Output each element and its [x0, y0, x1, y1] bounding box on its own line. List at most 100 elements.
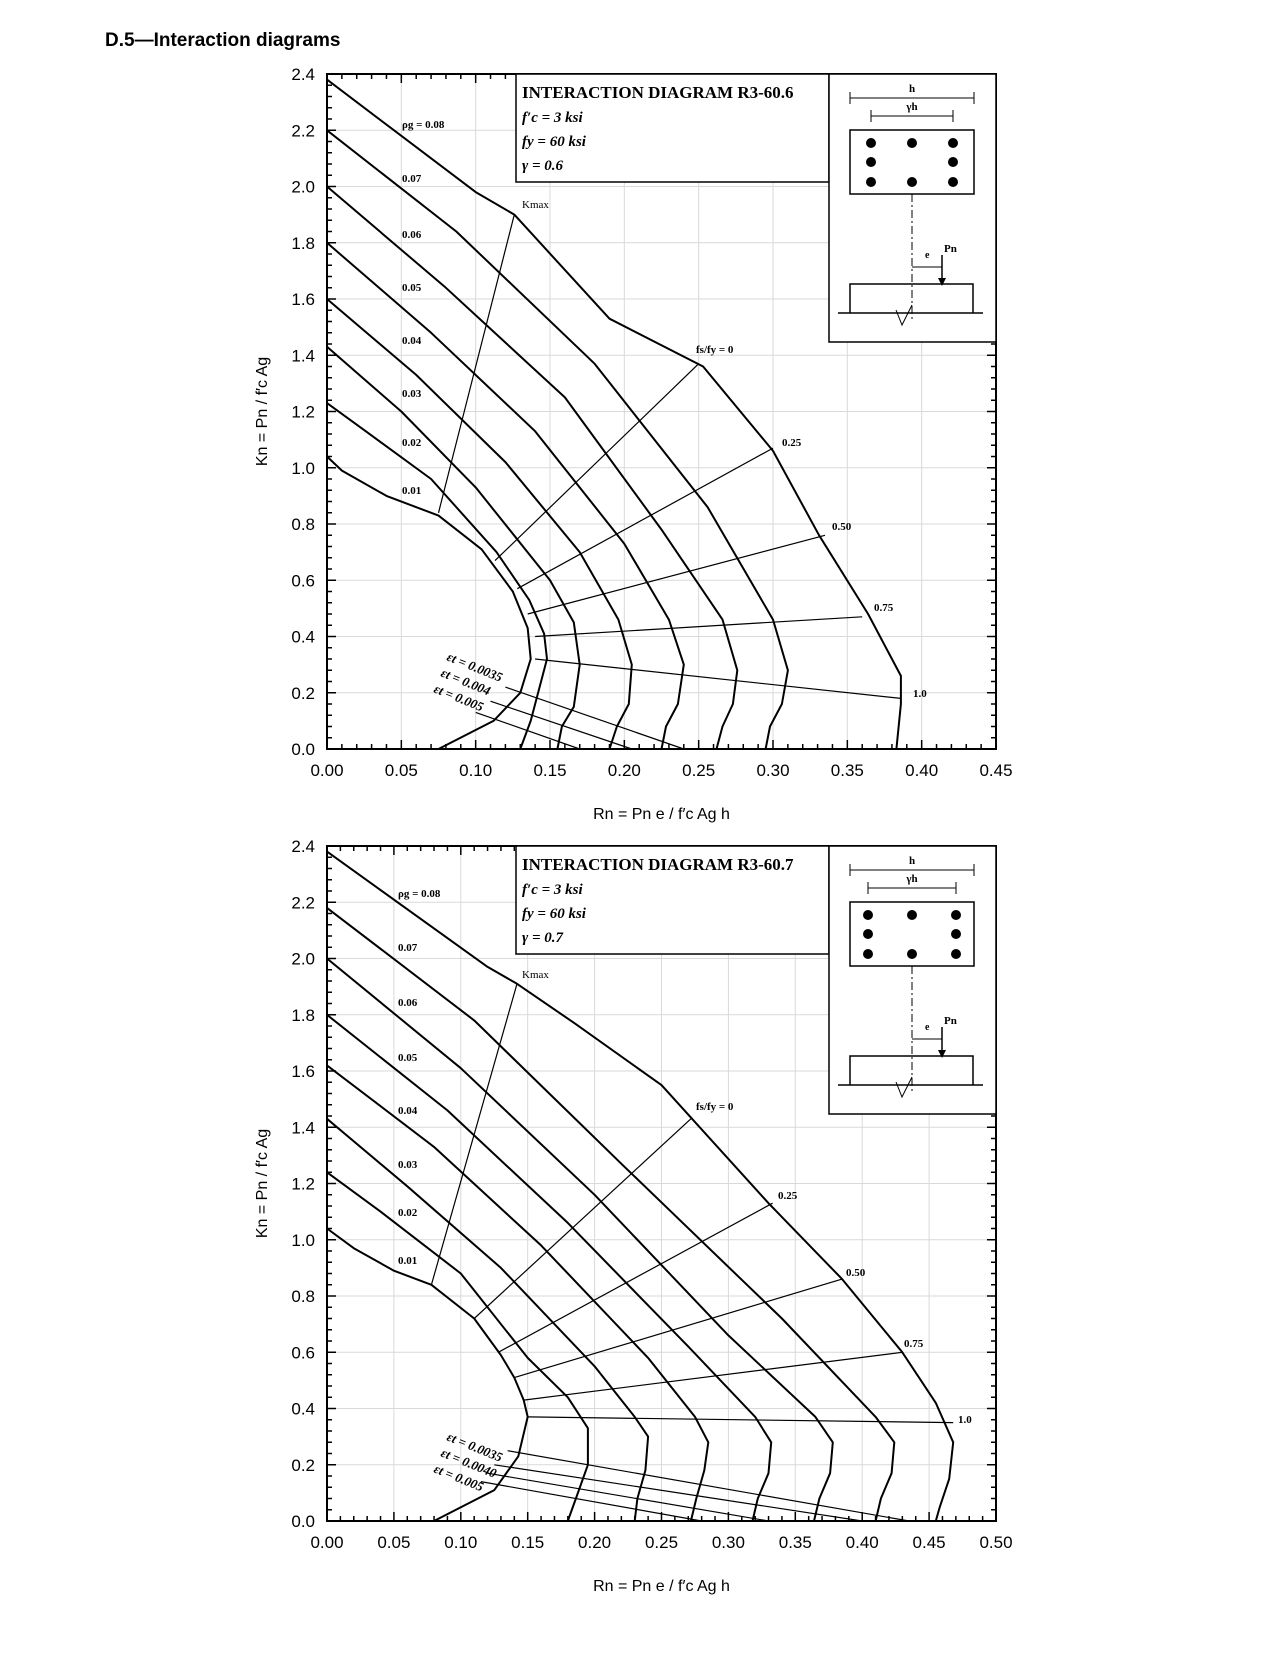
fs-fy-label: 0.25: [782, 437, 802, 449]
rho-label: 0.02: [402, 437, 422, 449]
x-tick-label: 0.10: [444, 1533, 477, 1552]
inset-h-label: h: [909, 855, 915, 867]
y-tick-label: 0.2: [291, 1456, 315, 1475]
x-tick-label: 0.35: [779, 1533, 812, 1552]
rho-curve-0.07: [326, 907, 896, 1522]
x-tick-label: 0.20: [608, 761, 641, 780]
strain-line: [490, 700, 632, 750]
rho-curve-0.07: [326, 129, 789, 750]
y-tick-label: 2.0: [291, 950, 315, 969]
y-tick-label: 1.6: [291, 290, 315, 309]
fs-fy-label: 0.75: [874, 602, 894, 614]
x-tick-label: 0.00: [310, 1533, 343, 1552]
x-tick-label: 0.10: [459, 761, 492, 780]
y-tick-label: 1.4: [291, 1118, 315, 1137]
rho-label: 0.03: [398, 1159, 418, 1171]
rho-label: 0.05: [398, 1052, 418, 1064]
x-tick-label: 0.20: [578, 1533, 611, 1552]
x-tick-label: 0.30: [756, 761, 789, 780]
rho-curve-0.06: [326, 185, 739, 750]
y-tick-label: 1.0: [291, 459, 315, 478]
rho-label: ρg = 0.08: [398, 888, 441, 900]
rho-label: 0.07: [402, 173, 422, 185]
rho-curve-0.01: [326, 1227, 529, 1522]
y-tick-label: 1.8: [291, 1006, 315, 1025]
fy-label: fy = 60 ksi: [522, 134, 587, 150]
fs-fy-line: [514, 1278, 843, 1379]
fs-fy-line: [535, 616, 863, 638]
inset-gamma-h-label: γh: [905, 101, 917, 113]
x-tick-label: 0.05: [377, 1533, 410, 1552]
rho-curve-0.05: [326, 1014, 773, 1522]
strain-line: [480, 1481, 702, 1522]
y-tick-label: 0.0: [291, 740, 315, 759]
rho-curve-0.02: [326, 402, 548, 750]
strain-line: [507, 1450, 910, 1522]
fs-fy-label: 1.0: [913, 688, 927, 700]
rho-curve-0.08: [326, 78, 902, 750]
fs-fy-label: fs/fy = 0: [696, 1101, 734, 1113]
y-tick-label: 0.6: [291, 1343, 315, 1362]
fs-fy-label: 0.25: [778, 1190, 798, 1202]
rho-curve-0.03: [326, 346, 581, 750]
fy-label: fy = 60 ksi: [522, 906, 587, 922]
column-section-inset: h γh e Pn: [828, 845, 997, 1115]
x-tick-label: 0.30: [712, 1533, 745, 1552]
x-tick-label: 0.35: [831, 761, 864, 780]
fc-label: f′c = 3 ksi: [522, 882, 584, 898]
fs-fy-label: 0.75: [904, 1338, 924, 1350]
fs-fy-label: 0.50: [846, 1267, 866, 1279]
rho-label: 0.02: [398, 1207, 418, 1219]
x-axis-title: Rn = Pn e / f′c Ag h: [593, 1578, 730, 1595]
column-section-inset: h γh e Pn: [828, 73, 997, 343]
y-tick-label: 0.4: [291, 628, 315, 647]
x-axis-title: Rn = Pn e / f′c Ag h: [593, 806, 730, 823]
y-tick-label: 1.6: [291, 1062, 315, 1081]
rho-label: 0.01: [398, 1255, 417, 1267]
kmax-label: Kmax: [522, 969, 549, 981]
strain-line: [487, 1472, 769, 1522]
y-tick-label: 1.4: [291, 346, 315, 365]
x-tick-label: 0.40: [905, 761, 938, 780]
y-tick-label: 0.8: [291, 1287, 315, 1306]
chart-title-box: INTERACTION DIAGRAM R3-60.7 f′c = 3 ksi …: [515, 845, 830, 955]
fs-fy-line: [535, 658, 901, 699]
y-tick-label: 0.6: [291, 571, 315, 590]
gamma-label: γ = 0.6: [522, 158, 564, 174]
inset-e-label: e: [925, 1022, 930, 1033]
fs-fy-label: fs/fy = 0: [696, 344, 734, 356]
fs-fy-label: 0.50: [832, 521, 852, 533]
y-tick-label: 1.0: [291, 1231, 315, 1250]
y-tick-label: 1.2: [291, 403, 315, 422]
y-tick-label: 0.4: [291, 1400, 315, 1419]
rho-curve-0.04: [326, 298, 633, 750]
rho-curve-0.03: [326, 1118, 650, 1522]
x-tick-label: 0.40: [846, 1533, 879, 1552]
rho-label: 0.03: [402, 388, 422, 400]
y-tick-label: 2.2: [291, 121, 315, 140]
rho-curve-0.06: [326, 957, 834, 1522]
x-tick-label: 0.25: [645, 1533, 678, 1552]
fs-fy-line: [494, 363, 700, 562]
rho-curve-0.08: [326, 850, 955, 1522]
y-tick-label: 1.2: [291, 1175, 315, 1194]
y-tick-label: 2.4: [291, 837, 315, 856]
y-tick-label: 2.4: [291, 65, 315, 84]
y-axis-title: Kn = Pn / f′c Ag: [254, 357, 271, 466]
inset-h-label: h: [909, 83, 915, 95]
chart-title: INTERACTION DIAGRAM R3-60.7: [522, 855, 794, 874]
x-tick-label: 0.45: [913, 1533, 946, 1552]
inset-pn-label: Pn: [944, 1015, 957, 1027]
y-tick-label: 0.0: [291, 1512, 315, 1531]
section-title: D.5—Interaction diagrams: [105, 30, 341, 51]
y-tick-label: 1.8: [291, 234, 315, 253]
fs-fy-line: [473, 1118, 692, 1319]
rho-curve-0.04: [326, 1064, 710, 1522]
strain-line: [494, 1464, 863, 1522]
inset-e-label: e: [925, 250, 930, 261]
inset-pn-label: Pn: [944, 243, 957, 255]
rho-label: 0.06: [398, 997, 418, 1009]
fs-fy-line: [527, 1416, 954, 1424]
